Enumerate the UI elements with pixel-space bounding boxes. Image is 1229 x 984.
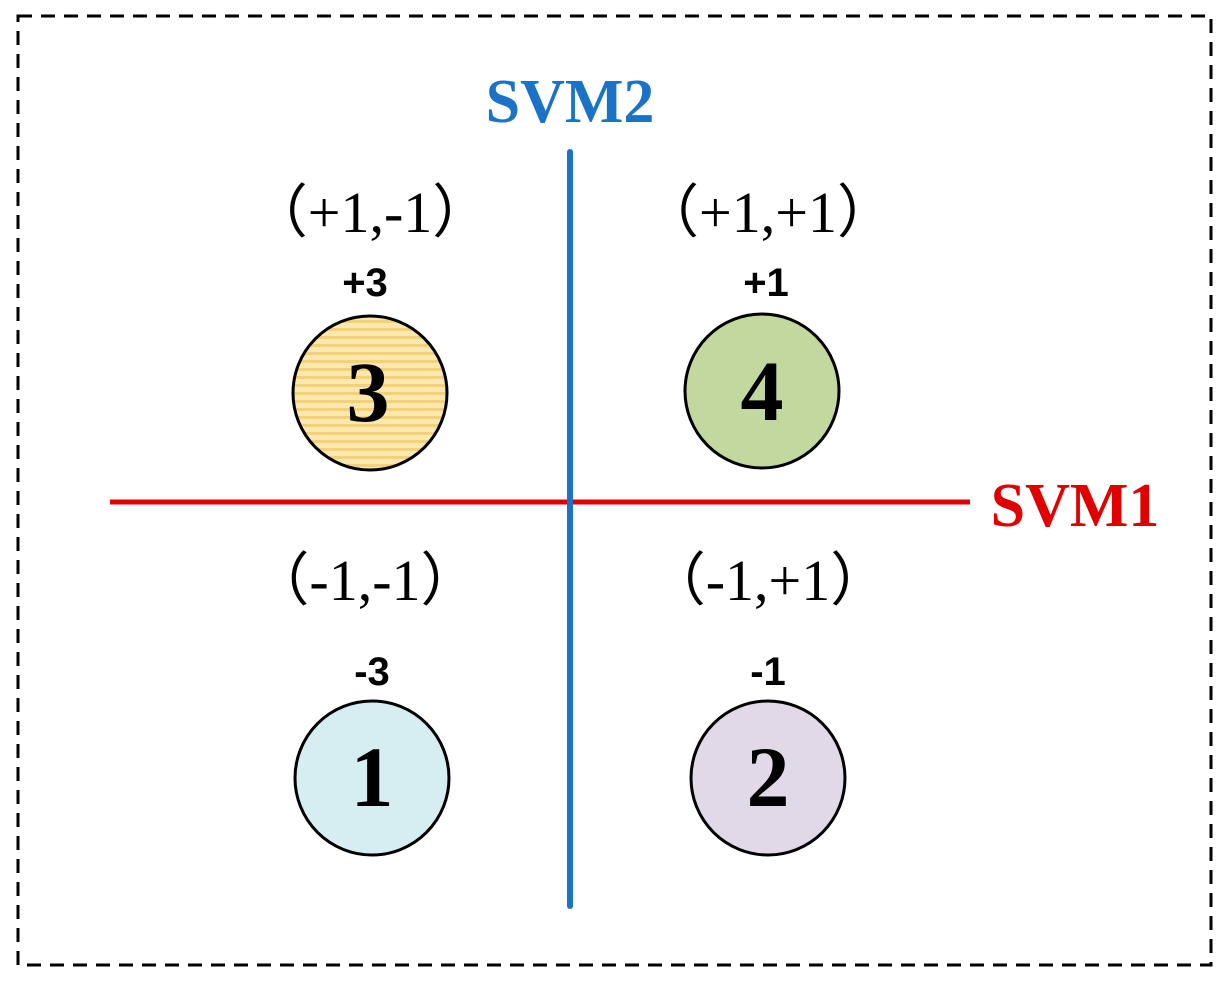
coords-label-bottom-right: （-1,+1） (648, 548, 889, 613)
region-top-right: （+1,+1） +1 4 (641, 180, 895, 470)
region-bottom-right: （-1,+1） -1 2 (648, 548, 889, 857)
svm1-title: SVM1 (991, 472, 1160, 540)
class-1-number: 1 (351, 729, 394, 825)
class-1-circle (293, 699, 451, 857)
class-3-circle (291, 314, 449, 472)
coords-label-top-right: （+1,+1） (641, 180, 895, 245)
region-bottom-left: （-1,-1） -3 1 (251, 548, 479, 857)
class-2-number: 2 (747, 729, 790, 825)
score-label-bottom-left: -3 (354, 650, 390, 694)
region-top-left: （+1,-1） +3 3 (250, 180, 491, 472)
coords-label-bottom-left: （-1,-1） (251, 548, 478, 613)
score-label-top-left: +3 (342, 261, 388, 305)
class-2-circle (689, 699, 847, 857)
dashed-border (16, 14, 1213, 967)
class-4-number: 4 (741, 343, 784, 439)
coords-label-top-left: （+1,-1） (250, 180, 491, 245)
score-label-bottom-right: -1 (750, 650, 786, 694)
score-label-top-right: +1 (743, 261, 789, 305)
class-3-number: 3 (347, 344, 390, 440)
class-4-circle (683, 312, 841, 470)
svm2-title: SVM2 (486, 68, 655, 136)
